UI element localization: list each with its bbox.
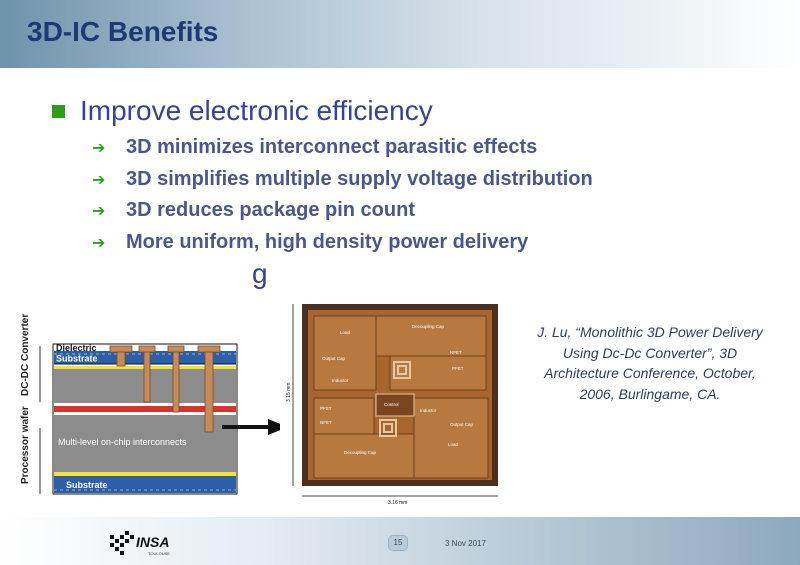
slide-date: 3 Nov 2017: [445, 539, 486, 548]
citation-text: J. Lu, “Monolithic 3D Power Delivery Usi…: [537, 324, 763, 402]
sub-bullet: ➔ 3D minimizes interconnect parasitic ef…: [92, 136, 537, 159]
chip-micrograph: Load Output Cap Inductor Decoupling Cap …: [280, 298, 504, 508]
chip-label: Inductor: [420, 408, 437, 413]
sub-bullet-text: 3D minimizes interconnect parasitic effe…: [126, 136, 538, 158]
chip-width-label: 3.16 mm: [388, 500, 407, 506]
partially-hidden-text: g: [252, 266, 268, 289]
square-bullet-icon: [52, 105, 65, 118]
chip-label: NFET: [450, 350, 462, 355]
slide-title: 3D-IC Benefits: [27, 16, 219, 47]
chip-label: NFET: [320, 420, 332, 425]
chip-height-label: 3.15 mm: [286, 383, 292, 402]
chip-label: Output Cap: [450, 422, 474, 427]
sub-bullet: ➔ More uniform, high density power deliv…: [92, 231, 528, 254]
chip-label: Control: [384, 402, 399, 407]
stack-diagram: Dielectric Substrate Multi-level on-chip…: [18, 313, 240, 498]
dcdc-converter-label: DC-DC Converter: [20, 313, 31, 396]
interconnects-label: Multi-level on-chip interconnects: [58, 437, 187, 447]
bullet-main-text: Improve electronic efficiency: [80, 95, 433, 126]
stack-diagram-graphic: Dielectric Substrate Multi-level on-chip…: [39, 343, 238, 495]
processor-wafer-label: Processor wafer: [20, 406, 31, 484]
substrate-bottom-label: Substrate: [66, 480, 108, 490]
chip-label: Inductor: [332, 378, 349, 383]
bullet-main: Improve electronic efficiency: [52, 95, 433, 127]
arrow-bullet-icon: ➔: [92, 170, 106, 189]
sub-bullet: ➔ 3D reduces package pin count: [92, 199, 415, 222]
chip-micrograph-graphic: Load Output Cap Inductor Decoupling Cap …: [280, 298, 504, 508]
slide-header: 3D-IC Benefits: [0, 0, 800, 68]
sub-bullet-text: More uniform, high density power deliver…: [126, 231, 529, 253]
insa-logo-icon: INSA TOULOUSE: [110, 531, 170, 556]
arrow-bullet-icon: ➔: [92, 138, 106, 157]
sub-bullet: ➔ 3D simplifies multiple supply voltage …: [92, 168, 593, 191]
svg-text:INSA: INSA: [136, 534, 169, 550]
chip-label: Decoupling Cap: [412, 324, 445, 329]
chip-label: PFET: [320, 406, 332, 411]
arrow-bullet-icon: ➔: [92, 233, 106, 252]
page-number: 15: [388, 535, 408, 551]
right-arrow-icon: [222, 419, 288, 435]
dielectric-label: Dielectric: [56, 343, 97, 353]
sub-bullet-text: 3D reduces package pin count: [126, 199, 415, 221]
arrow-bullet-icon: ➔: [92, 201, 106, 220]
chip-label: Load: [448, 442, 459, 447]
chip-label: Output Cap: [322, 356, 346, 361]
chip-label: Decoupling Cap: [344, 450, 377, 455]
chip-label: PFET: [452, 366, 464, 371]
svg-text:TOULOUSE: TOULOUSE: [148, 551, 170, 556]
chip-label: Load: [340, 330, 351, 335]
substrate-top-label: Substrate: [56, 354, 98, 364]
sub-bullet-text: 3D simplifies multiple supply voltage di…: [126, 168, 593, 190]
